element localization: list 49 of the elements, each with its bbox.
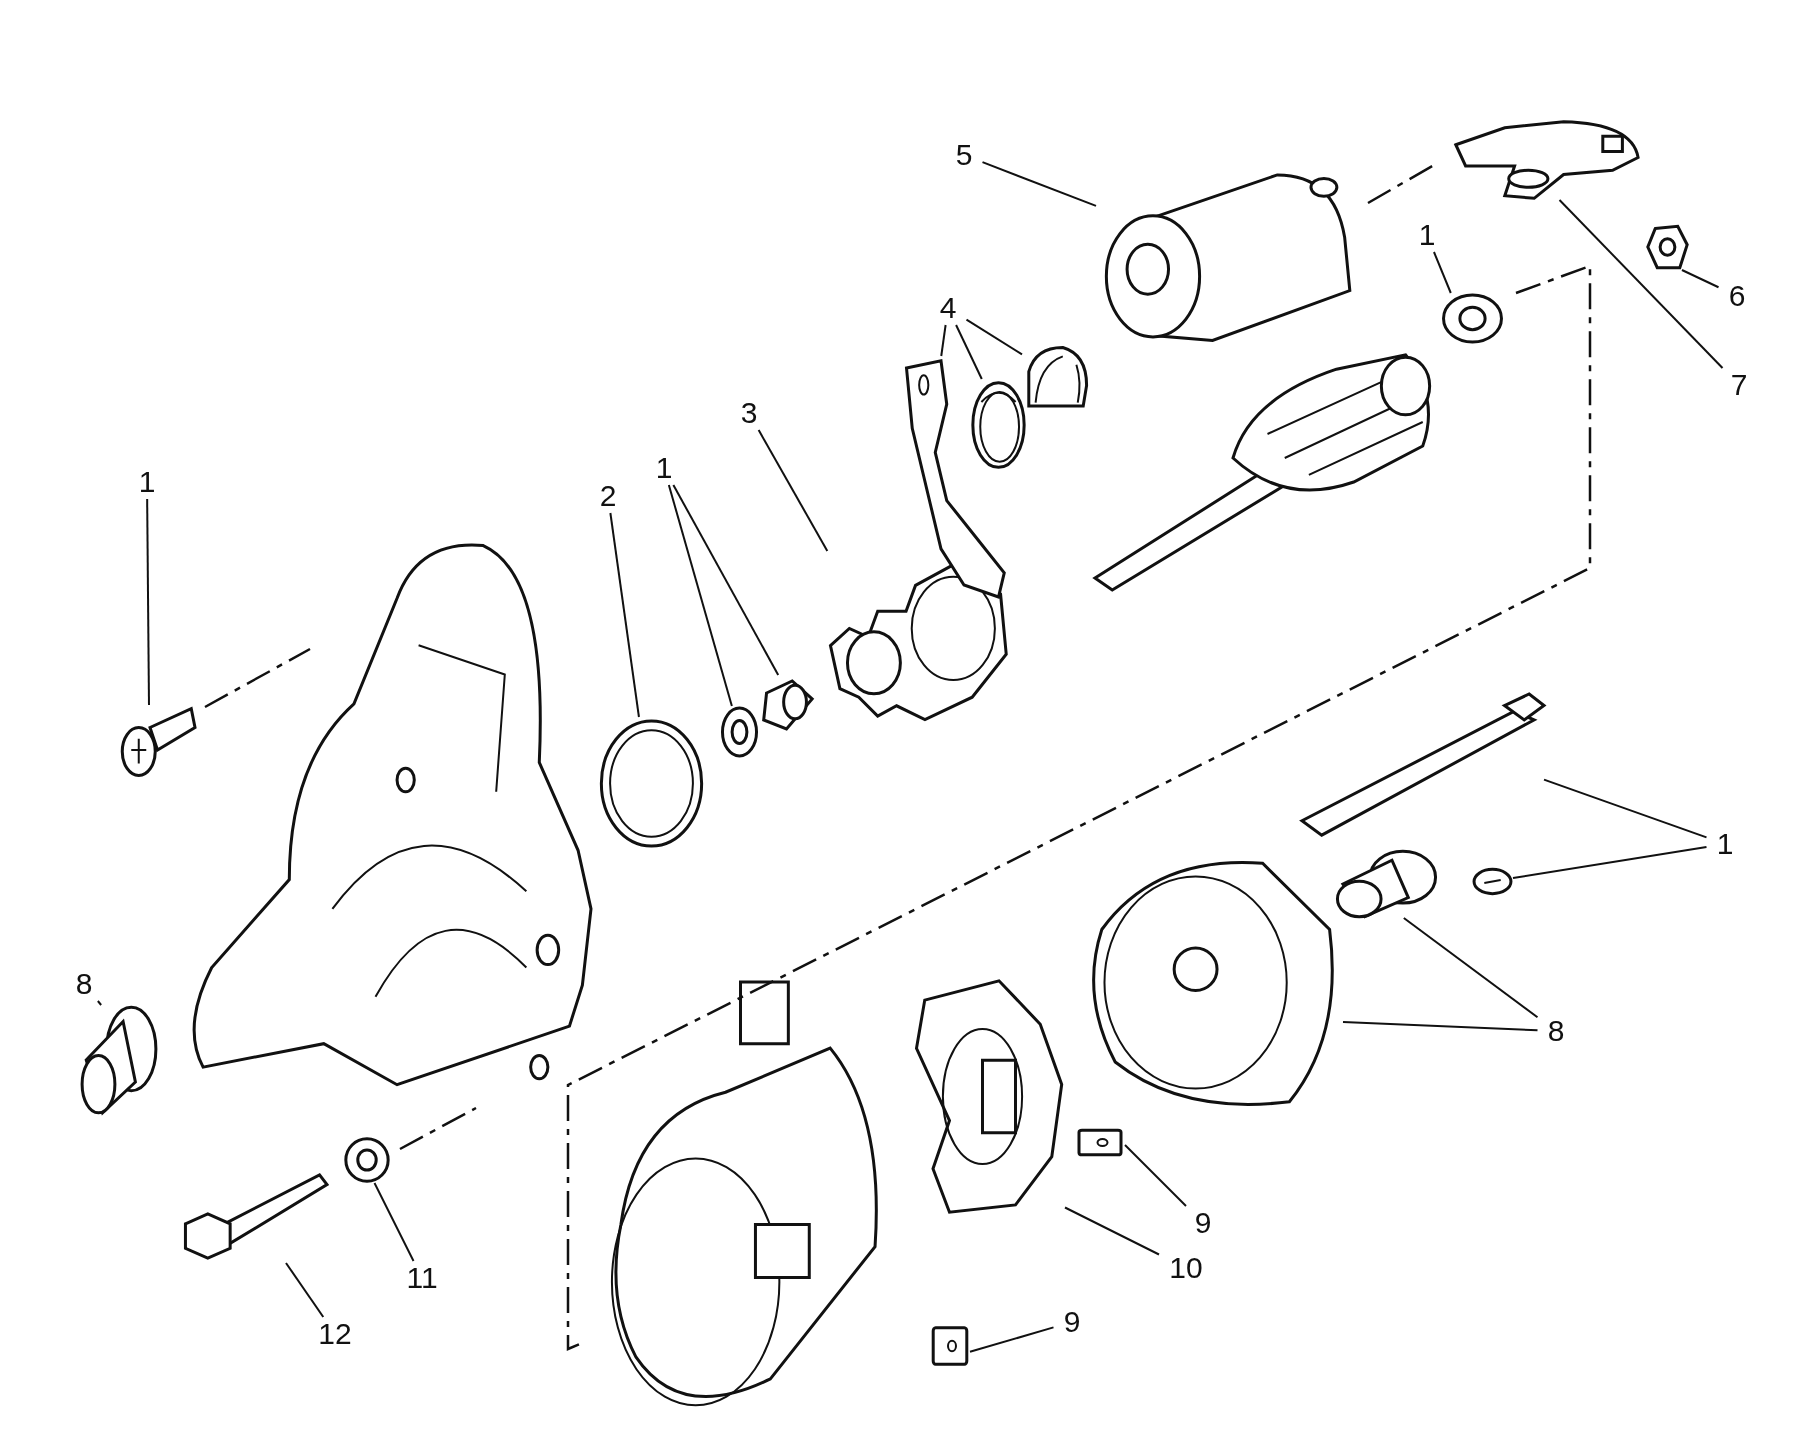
- leader-line: [1512, 845, 1708, 879]
- leader-line: [1342, 1021, 1539, 1032]
- callout-number: 5: [945, 138, 983, 172]
- leader-line: [955, 324, 983, 380]
- callout-number: 2: [589, 479, 627, 513]
- leader-line: [1432, 251, 1452, 294]
- callout-number: 6: [1718, 279, 1756, 313]
- washer-drawing: [344, 1137, 390, 1183]
- ring-drawing: [721, 706, 758, 758]
- washer-drawing: [1441, 293, 1504, 344]
- nut-drawing: [1647, 224, 1688, 270]
- bushing-drawing: [78, 1005, 160, 1115]
- screw-drawing: [120, 705, 195, 780]
- leader-line: [146, 498, 150, 706]
- callout-number: 8: [1537, 1014, 1575, 1048]
- leader-line: [667, 484, 733, 707]
- callout-number: 11: [395, 1261, 449, 1295]
- plate-drawing: [970, 379, 1027, 471]
- leader-line: [373, 1182, 415, 1262]
- callout-number: 1: [645, 451, 683, 485]
- leader-line: [285, 1262, 325, 1318]
- callout-number: 12: [308, 1317, 362, 1351]
- callout-number: 1: [128, 465, 166, 499]
- leader-line: [969, 1326, 1055, 1353]
- callout-number: 9: [1053, 1305, 1091, 1339]
- through-bolt-drawing: [1297, 694, 1544, 838]
- leader-line: [1124, 1144, 1187, 1207]
- leader-line: [1543, 778, 1708, 839]
- leader-line: [609, 512, 640, 718]
- leader-line: [1064, 1206, 1160, 1256]
- callout-number: 8: [65, 967, 103, 1001]
- callout-number: 7: [1720, 368, 1758, 402]
- leader-line: [96, 1000, 103, 1006]
- callout-number: 10: [1159, 1251, 1213, 1285]
- callout-number: 3: [730, 396, 768, 430]
- callout-number: 9: [1184, 1206, 1222, 1240]
- snap-ring-drawing: [597, 717, 706, 850]
- leader-line: [1558, 199, 1724, 369]
- callout-number: 1: [1408, 218, 1446, 252]
- leader-line: [757, 429, 829, 552]
- leader-line: [981, 161, 1097, 207]
- leader-line: [1402, 917, 1539, 1019]
- callout-number: 4: [929, 291, 967, 325]
- leader-line: [672, 484, 780, 676]
- leader-line: [1680, 269, 1720, 289]
- leader-line: [940, 324, 947, 357]
- screw-drawing: [1472, 867, 1513, 896]
- leader-line: [965, 318, 1023, 356]
- callout-number: 1: [1706, 827, 1744, 861]
